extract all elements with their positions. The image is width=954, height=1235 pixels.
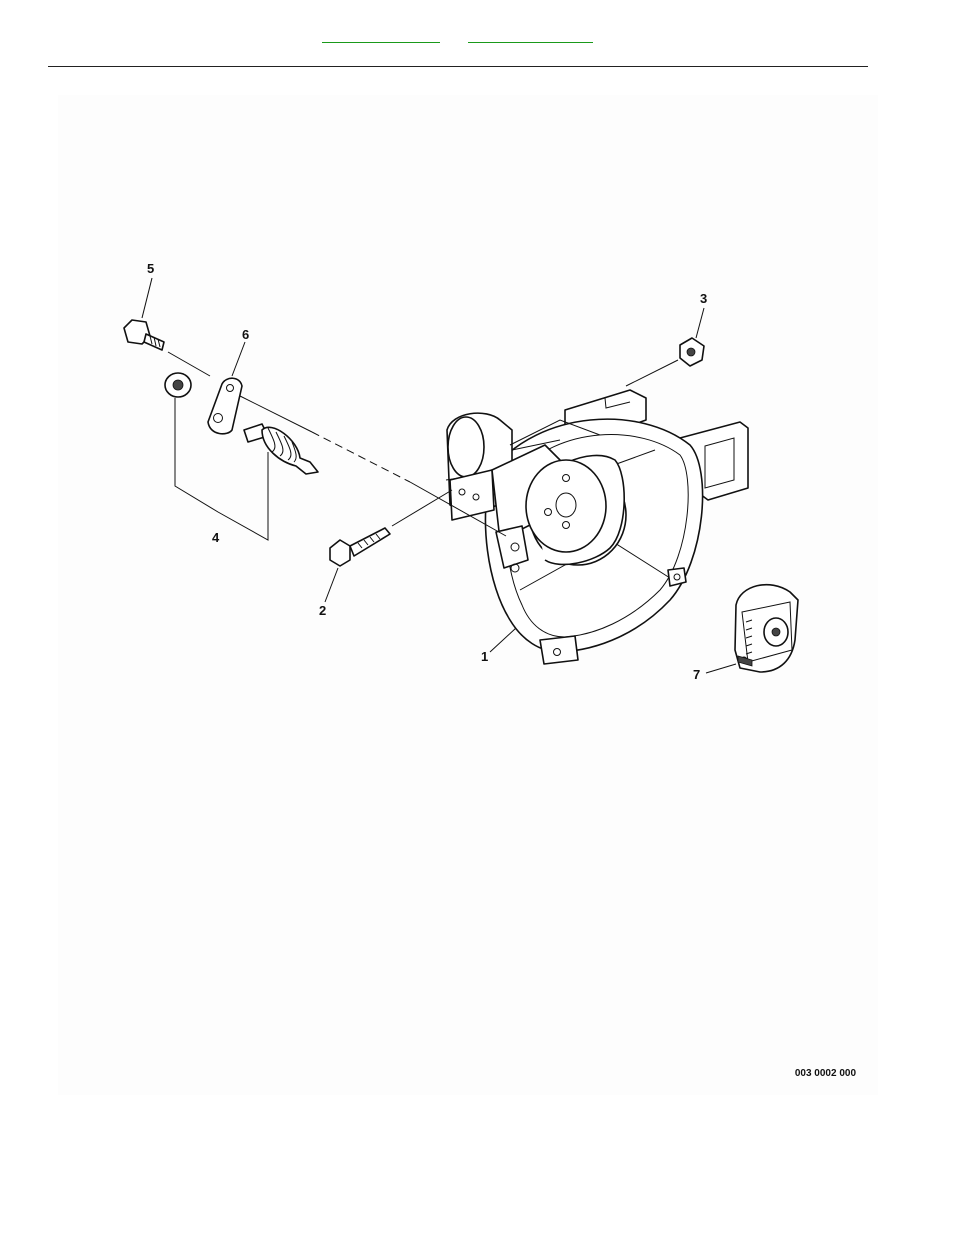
callout-1: 1 xyxy=(481,649,488,664)
callout-6: 6 xyxy=(242,327,249,342)
callout-5: 5 xyxy=(147,261,154,276)
clutch-part xyxy=(735,585,798,672)
washer-part xyxy=(165,373,191,397)
diagram-reference-code: 003 0002 000 xyxy=(795,1068,857,1079)
short-bolt-part xyxy=(124,320,164,350)
long-bolt-part xyxy=(330,528,390,566)
fan-housing-part xyxy=(446,390,748,664)
callout-4: 4 xyxy=(212,530,220,545)
callout-2: 2 xyxy=(319,603,326,618)
square-nut-part xyxy=(680,338,704,366)
callout-7: 7 xyxy=(693,667,700,682)
callout-3: 3 xyxy=(700,291,707,306)
plate-part xyxy=(208,378,242,434)
spring-part xyxy=(244,424,318,474)
